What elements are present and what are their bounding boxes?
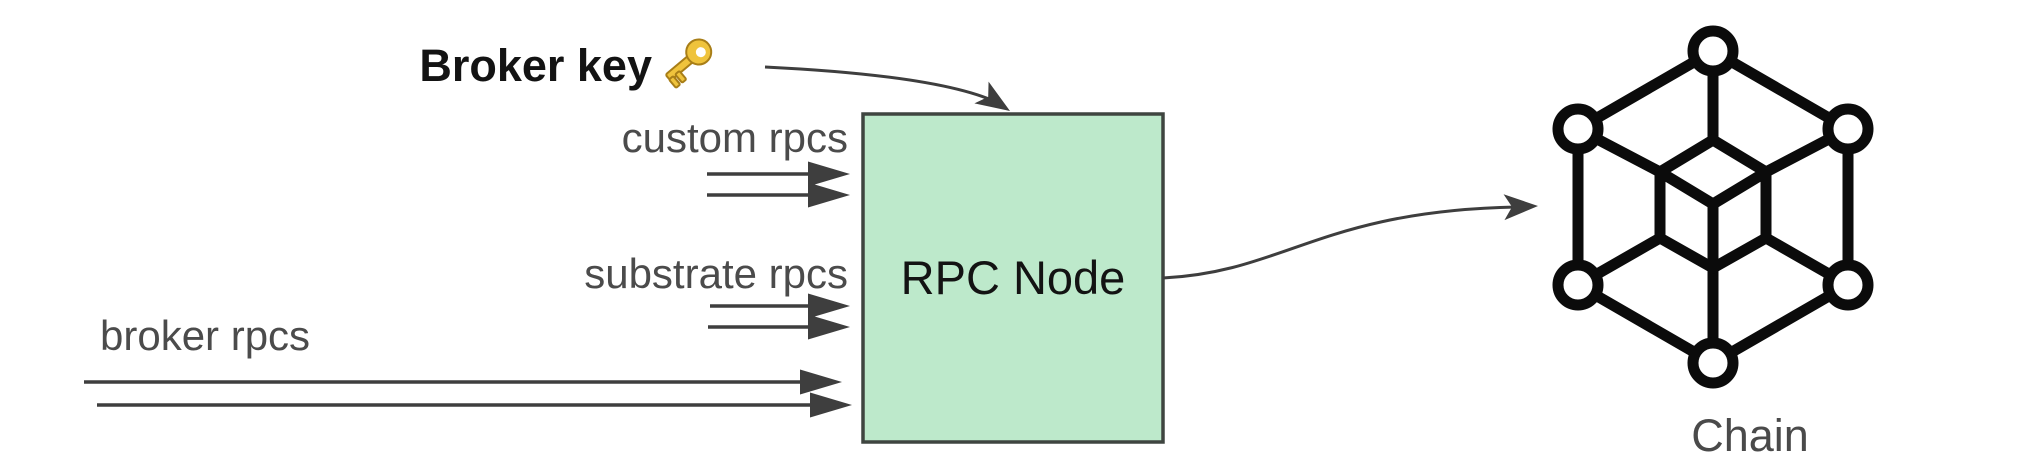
- chain-label: Chain: [1691, 410, 1809, 461]
- broker-key-arrow-line: [764, 65, 1003, 107]
- arrowhead: [808, 314, 850, 340]
- cube-node-circle: [1552, 259, 1604, 311]
- broker-key-label: Broker key: [419, 40, 652, 91]
- broker-rpcs-arrow-1: [84, 369, 842, 395]
- rpc-node-box: [861, 112, 1165, 444]
- cube-node-circle: [1822, 103, 1874, 155]
- broker-rpcs-arrow-2: [97, 392, 852, 418]
- cube-node-circle: [1687, 25, 1739, 77]
- substrate-rpcs-arrow-1: [710, 293, 850, 319]
- custom-rpcs-label: custom rpcs: [622, 114, 848, 161]
- key-icon: [665, 38, 713, 89]
- cube-node-circle: [1822, 259, 1874, 311]
- arrowhead: [808, 293, 850, 319]
- broker-rpcs-label: broker rpcs: [100, 312, 310, 359]
- broker-key-arrow: [764, 65, 1010, 111]
- arrowhead: [808, 161, 850, 187]
- cube-node-circle: [1552, 103, 1604, 155]
- custom-rpcs-arrow-1: [707, 161, 850, 187]
- blockchain-cube-icon: [1552, 25, 1874, 389]
- rpc-node-label: RPC Node: [901, 251, 1126, 304]
- arrowhead: [810, 392, 852, 418]
- chain-arrow-line: [1162, 205, 1517, 280]
- substrate-rpcs-arrow-2: [708, 314, 850, 340]
- chain-arrowhead: [1503, 194, 1538, 221]
- key-tooth: [674, 70, 687, 84]
- key-hole: [695, 47, 706, 58]
- substrate-rpcs-label: substrate rpcs: [584, 250, 848, 297]
- key-tooth: [668, 75, 681, 89]
- custom-rpcs-arrow-2: [707, 182, 850, 208]
- cube-spokes: [1572, 45, 1854, 369]
- cube-node-circle: [1687, 337, 1739, 389]
- rpc-node-to-chain-arrow: [1162, 194, 1538, 280]
- arrowhead: [800, 369, 842, 395]
- cube-inner-cube: [1654, 134, 1772, 274]
- arrowhead: [808, 182, 850, 208]
- broker-key-arrowhead: [974, 81, 1010, 111]
